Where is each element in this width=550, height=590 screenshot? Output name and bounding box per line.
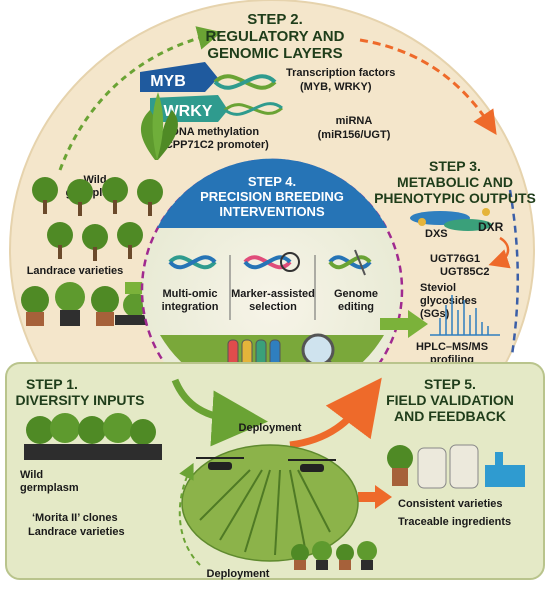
marker-assisted-label-2: selection — [249, 301, 297, 313]
consistent-varieties-label: Consistent varieties — [398, 498, 503, 510]
step1-wild-label-2: germplasm — [20, 482, 79, 494]
dxr-orange-arrow — [488, 236, 511, 269]
deployment-center-label: Deployment — [239, 422, 302, 434]
genome-editing-label-2: editing — [338, 301, 374, 313]
deployment-bottom-label: Deployment — [207, 568, 270, 580]
steviol-label-3: (SGs) — [420, 308, 450, 320]
seedling-tray-icon — [24, 413, 162, 460]
hplc-label-1: HPLC–MS/MS — [416, 341, 488, 353]
chromatogram-icon — [430, 295, 500, 336]
steviol-label-2: glycosides — [420, 295, 477, 307]
step5-title-1: STEP 5. — [424, 376, 476, 392]
upper-landrace-label: Landrace varieties — [27, 265, 124, 277]
marker-assisted-icon — [243, 252, 300, 272]
deployment-dashed-arrow — [178, 462, 201, 566]
step1-wild-label-1: Wild — [20, 469, 43, 481]
step3-title-1: STEP 3. — [429, 158, 481, 174]
myb-label: MYB — [150, 73, 186, 90]
step1-landrace-label: Landrace varieties — [28, 526, 125, 538]
dxr-label: DXR — [478, 220, 504, 234]
products-icon — [387, 444, 525, 489]
molecule-icon — [410, 208, 492, 231]
mirna-label-2: (miR156/UGT) — [318, 129, 391, 141]
marker-assisted-label-1: Marker-assisted — [231, 288, 315, 300]
multi-omic-icon — [168, 255, 217, 270]
mirna-label-1: miRNA — [336, 115, 373, 127]
bottom-pots-icon — [291, 541, 377, 570]
tf-label-2: (MYB, WRKY) — [300, 81, 372, 93]
wild-plant-icon — [140, 92, 178, 160]
dna-methylation-label-1: DNA methylation — [171, 126, 259, 138]
steviol-label-1: Steviol — [420, 282, 456, 294]
step5-title-3: AND FEEDBACK — [394, 408, 506, 424]
field-rows — [199, 469, 331, 556]
ugt85c2-label: UGT85C2 — [440, 266, 490, 278]
genome-editing-label-1: Genome — [334, 288, 378, 300]
cycle-arrow-right — [508, 189, 520, 356]
dna-helix-icon — [213, 74, 284, 116]
myb-badge: MYB — [140, 62, 218, 92]
step1-title-1: STEP 1. — [26, 376, 78, 392]
dna-methylation-label-2: (CPP71C2 promoter) — [161, 139, 269, 151]
step1-clones-label: ‘Morita II’ clones — [32, 512, 118, 524]
field-to-output-arrow — [358, 485, 392, 509]
step3-title-2: METABOLIC AND — [397, 174, 513, 190]
step4-title-3: INTERVENTIONS — [219, 204, 325, 219]
drone-icon-left — [196, 457, 244, 470]
multi-omic-label-1: Multi-omic — [163, 288, 218, 300]
traceable-ingredients-label: Traceable ingredients — [398, 516, 511, 528]
drone-icon-right — [288, 459, 336, 472]
genome-editing-icon — [328, 249, 372, 276]
landrace-plants-icon — [32, 177, 163, 261]
step4-title-2: PRECISION BREEDING — [200, 189, 344, 204]
step3-title-3: PHENOTYPIC OUTPUTS — [374, 190, 536, 206]
step2-title-1: STEP 2. — [247, 11, 303, 28]
step2-title-3: GENOMIC LAYERS — [207, 45, 342, 62]
step4-to-step3-arrow — [380, 310, 428, 338]
cycle-arrow-top-right — [359, 38, 497, 135]
step5-orange-arrow — [289, 377, 382, 449]
step4-title-1: STEP 4. — [248, 174, 296, 189]
dxs-label: DXS — [425, 228, 448, 240]
ugt76g1-label: UGT76G1 — [430, 253, 480, 265]
multi-omic-label-2: integration — [162, 301, 219, 313]
step1-green-arrow — [171, 378, 268, 447]
field-ellipse — [181, 444, 359, 562]
potted-plants-icon — [21, 282, 153, 326]
cycle-arrow-left — [58, 26, 222, 171]
step1-title-2: DIVERSITY INPUTS — [16, 392, 145, 408]
step2-title-2: REGULATORY AND — [206, 28, 345, 45]
tf-label-1: Transcription factors — [286, 67, 395, 79]
step4-blue-banner — [157, 158, 387, 228]
step5-title-2: FIELD VALIDATION — [386, 392, 514, 408]
